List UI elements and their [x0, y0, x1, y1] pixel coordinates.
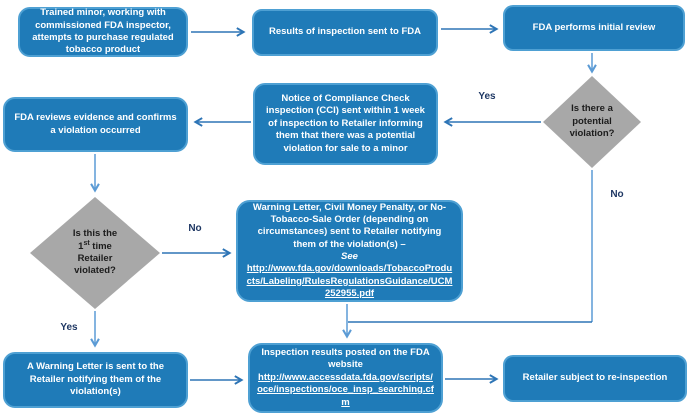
- node-results-sent-text: Results of inspection sent to FDA: [268, 26, 421, 38]
- node-warning-penalty-see: See: [341, 251, 358, 262]
- node-reinspection-text: Retailer subject to re-inspection: [522, 372, 668, 384]
- warning-penalty-link[interactable]: http://www.fda.gov/downloads/TobaccoProd…: [246, 263, 453, 300]
- node-results-posted: Inspection results posted on the FDA web…: [248, 343, 443, 413]
- edge-label-yes-first-time: Yes: [60, 322, 78, 333]
- node-results-posted-text: Inspection results posted on the FDA web…: [261, 347, 430, 371]
- decision-potential-violation-text: Is there a potential violation?: [569, 103, 615, 140]
- decision-first-time: Is this the 1st time Retailer violated?: [30, 197, 160, 309]
- results-posted-link[interactable]: http://www.accessdata.fda.gov/scripts/oc…: [257, 371, 434, 408]
- node-initial-review-text: FDA performs initial review: [532, 21, 656, 33]
- node-warning-letter-text: A Warning Letter is sent to the Retailer…: [26, 361, 165, 398]
- node-warning-penalty-text: Warning Letter, Civil Money Penalty, or …: [252, 201, 447, 250]
- node-fda-reviews-text: FDA reviews evidence and confirms a viol…: [14, 112, 177, 136]
- node-reinspection: Retailer subject to re-inspection: [503, 355, 687, 402]
- edge-label-yes-potential: Yes: [478, 91, 496, 102]
- node-results-sent: Results of inspection sent to FDA: [252, 9, 438, 56]
- node-notice-cci-text: Notice of Compliance Check inspection (C…: [266, 93, 425, 154]
- node-warning-letter: A Warning Letter is sent to the Retailer…: [3, 352, 188, 408]
- node-trained-minor-text: Trained minor, working with commissioned…: [32, 7, 174, 56]
- node-fda-reviews: FDA reviews evidence and confirms a viol…: [3, 97, 188, 152]
- superscript-st: st: [83, 239, 90, 247]
- edge-label-no-potential: No: [610, 189, 624, 200]
- edge-label-no-first-time: No: [188, 223, 202, 234]
- node-warning-penalty: Warning Letter, Civil Money Penalty, or …: [236, 200, 463, 302]
- decision-potential-violation: Is there a potential violation?: [543, 76, 641, 168]
- node-notice-cci: Notice of Compliance Check inspection (C…: [253, 83, 438, 165]
- decision-first-time-text: Is this the 1st time Retailer violated?: [72, 228, 118, 277]
- node-trained-minor: Trained minor, working with commissioned…: [18, 7, 188, 57]
- node-initial-review: FDA performs initial review: [503, 5, 685, 51]
